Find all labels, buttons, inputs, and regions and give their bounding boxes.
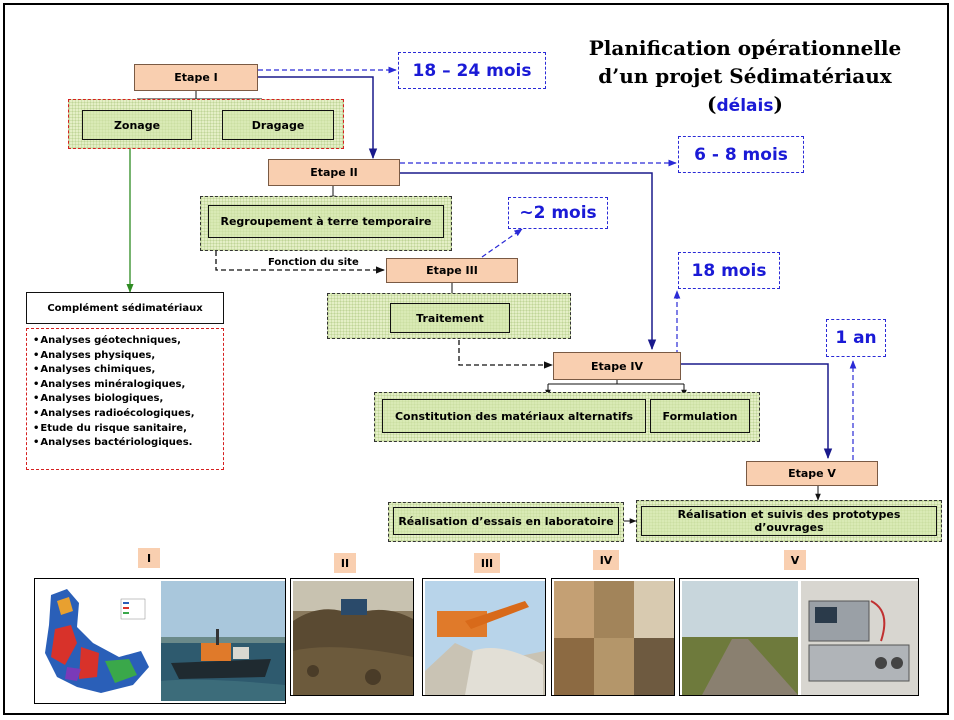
complement-item: Analyses radioécologiques, <box>33 407 223 422</box>
task-prototypes: Réalisation et suivis des prototypes d’o… <box>641 506 937 536</box>
task-dragage-label: Dragage <box>251 118 305 132</box>
task-regroupement: Regroupement à terre temporaire <box>208 205 444 238</box>
arrow-etape1-to-etape2 <box>257 76 378 160</box>
task-essais: Réalisation d’essais en laboratoire <box>393 507 619 535</box>
task-traitement-label: Traitement <box>416 311 484 325</box>
task-formulation-label: Formulation <box>662 409 738 423</box>
delay-5-label: 1 an <box>835 328 877 348</box>
title-line-1: Planification opérationnelle <box>588 36 902 60</box>
alternative-materials-image <box>554 581 674 695</box>
photo-group-iii <box>422 578 546 696</box>
photo-label-ii-text: II <box>340 556 350 570</box>
delay-box-2: 6 - 8 mois <box>678 136 804 173</box>
arrow-etape4-to-etape5 <box>681 363 833 460</box>
delay-4-label: 18 mois <box>691 260 767 281</box>
task-constitution-label: Constitution des matériaux alternatifs <box>394 409 633 423</box>
complement-item: Analyses chimiques, <box>33 363 223 378</box>
slide-frame <box>3 3 949 715</box>
title-paren-close: ) <box>773 92 783 116</box>
arrow-traitement-to-etape4 <box>458 340 553 369</box>
photo-label-iii: III <box>474 553 500 573</box>
delay-3-label: ~2 mois <box>519 203 597 223</box>
task-prototypes-label: Réalisation et suivis des prototypes d’o… <box>677 508 901 534</box>
task-essais-label: Réalisation d’essais en laboratoire <box>398 514 614 528</box>
task-zonage-label: Zonage <box>113 118 161 132</box>
land-storage-image <box>293 581 413 695</box>
complement-list: Analyses géotechniques, Analyses physiqu… <box>26 328 224 470</box>
delay-arrow-3 <box>481 228 523 258</box>
stage-etape-3-label: Etape III <box>426 264 478 277</box>
delay-box-1: 18 – 24 mois <box>398 52 546 89</box>
stage-etape-2-label: Etape II <box>310 166 358 179</box>
photo-label-v-text: V <box>790 553 800 567</box>
title-line-3: (délais) <box>560 90 930 120</box>
title-line-2: d’un projet Sédimatériaux <box>598 64 892 88</box>
complement-item: Analyses minéralogiques, <box>33 378 223 393</box>
prototype-road-image <box>682 581 798 695</box>
laboratory-equipment-image <box>801 581 918 695</box>
complement-item: Analyses bactériologiques. <box>33 436 223 451</box>
stage-etape-5: Etape V <box>746 461 878 486</box>
task-traitement: Traitement <box>390 303 510 333</box>
task-dragage: Dragage <box>222 110 334 140</box>
photo-group-i <box>34 578 286 704</box>
delay-2-label: 6 - 8 mois <box>694 144 788 165</box>
photo-label-iii-text: III <box>480 556 494 570</box>
title-delais: délais <box>716 96 774 116</box>
delay-box-4: 18 mois <box>678 252 780 289</box>
photo-label-ii: II <box>334 553 356 573</box>
photo-label-iv: IV <box>593 550 619 570</box>
delay-1-label: 18 – 24 mois <box>412 60 532 81</box>
photo-label-v: V <box>784 550 806 570</box>
stage-etape-1: Etape I <box>134 64 258 91</box>
stage-etape-2: Etape II <box>268 159 400 186</box>
stage-etape-4: Etape IV <box>553 352 681 380</box>
photo-label-iv-text: IV <box>599 553 613 567</box>
complement-item: Analyses physiques, <box>33 349 223 364</box>
stage-etape-5-label: Etape V <box>788 467 836 480</box>
complement-title: Complément sédimatériaux <box>47 302 203 314</box>
delay-box-3: ~2 mois <box>508 197 608 229</box>
zoning-map-image <box>37 581 155 701</box>
photo-group-ii <box>290 578 414 696</box>
arrow-regroupement-to-etape3 <box>215 251 385 274</box>
complement-title-box: Complément sédimatériaux <box>26 292 224 324</box>
fonction-du-site-label: Fonction du site <box>268 257 359 268</box>
stage-etape-1-label: Etape I <box>174 71 218 84</box>
complement-item: Etude du risque sanitaire, <box>33 422 223 437</box>
page-title: Planification opérationnelle d’un projet… <box>560 34 930 120</box>
dredging-ship-image <box>161 581 285 701</box>
treatment-machine-image <box>425 581 545 695</box>
arrow-etape2-to-etape4 <box>400 172 657 351</box>
task-regroupement-label: Regroupement à terre temporaire <box>220 215 432 228</box>
task-constitution: Constitution des matériaux alternatifs <box>382 399 646 433</box>
photo-label-i-text: I <box>146 551 152 565</box>
complement-item: Analyses géotechniques, <box>33 334 223 349</box>
stage-etape-3: Etape III <box>386 258 518 283</box>
photo-label-i: I <box>138 548 160 568</box>
task-formulation: Formulation <box>650 399 750 433</box>
photo-group-v <box>679 578 919 696</box>
title-paren-open: ( <box>707 92 717 116</box>
photo-group-iv <box>551 578 675 696</box>
task-zonage: Zonage <box>82 110 192 140</box>
delay-box-5: 1 an <box>826 319 886 357</box>
stage-etape-4-label: Etape IV <box>591 359 643 373</box>
complement-item: Analyses biologiques, <box>33 392 223 407</box>
